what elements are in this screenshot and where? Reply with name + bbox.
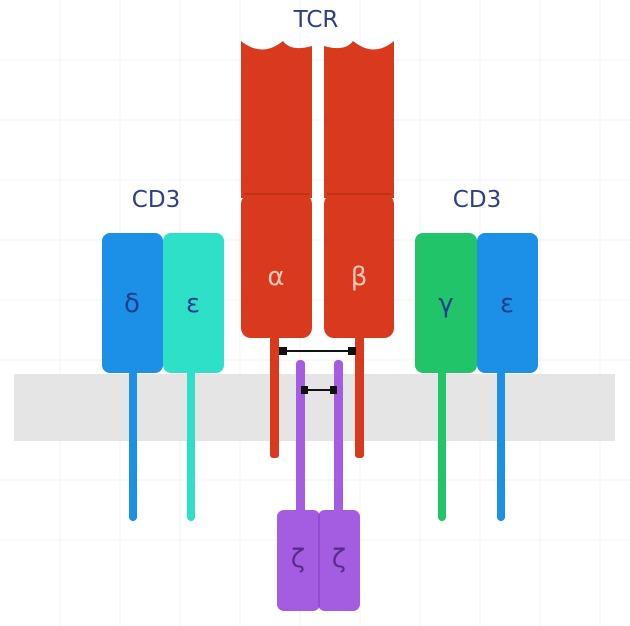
beta-constant-domain xyxy=(324,194,394,338)
alpha-letter: α xyxy=(267,262,284,292)
zeta-left-domain xyxy=(277,510,320,611)
delta-domain xyxy=(102,233,163,373)
zeta-left-letter: ζ xyxy=(291,544,305,574)
beta-variable-domain xyxy=(324,41,394,198)
zeta-left-stalk xyxy=(296,360,305,516)
gamma-domain xyxy=(415,233,477,373)
epsilon-right-stalk xyxy=(497,370,505,521)
gamma-stalk xyxy=(438,370,446,521)
beta-letter: β xyxy=(351,262,368,292)
epsilon-left-stalk xyxy=(187,370,195,521)
cd3-right-label: CD3 xyxy=(453,187,501,213)
zeta-right-letter: ζ xyxy=(332,544,346,574)
gamma-letter: γ xyxy=(438,289,453,319)
epsilon-right-domain xyxy=(477,233,538,373)
epsilon-left-letter: ε xyxy=(186,289,200,319)
alpha-constant-domain xyxy=(241,194,312,338)
alpha-variable-domain xyxy=(241,41,312,198)
delta-stalk xyxy=(129,370,137,521)
alpha-stalk xyxy=(270,336,279,458)
zeta-disulfide-bond xyxy=(301,386,337,394)
zeta-right-domain xyxy=(318,510,360,611)
cell-membrane xyxy=(14,374,615,441)
delta-letter: δ xyxy=(124,289,140,319)
epsilon-left-domain xyxy=(163,233,224,373)
tcr-label: TCR xyxy=(293,7,339,33)
cd3-left-label: CD3 xyxy=(132,187,180,213)
zeta-right-stalk xyxy=(334,360,343,516)
beta-stalk xyxy=(355,336,364,458)
epsilon-right-letter: ε xyxy=(500,289,514,319)
alpha-beta-disulfide-bond xyxy=(279,347,356,355)
